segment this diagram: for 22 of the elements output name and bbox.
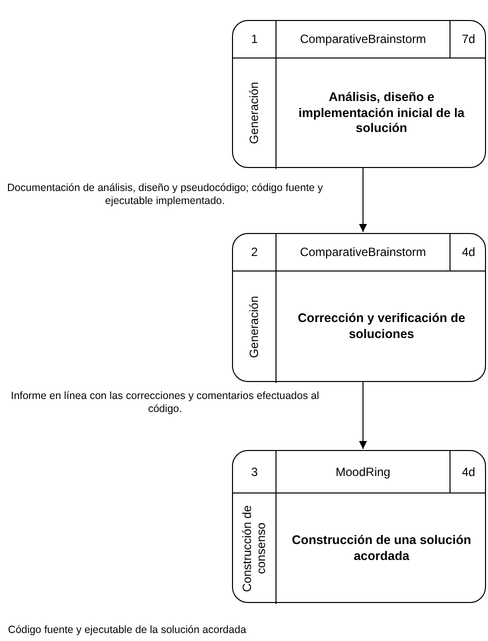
activity-description: Corrección y verificación de soluciones — [296, 311, 466, 343]
step-number: 2 — [251, 245, 258, 260]
pattern-label: Generación — [248, 296, 262, 358]
technique-name: ComparativeBrainstorm — [300, 32, 426, 47]
technique-name: MoodRing — [336, 464, 390, 480]
step-number: 3 — [251, 464, 258, 480]
activity-description: Construcción de una solución acordada — [290, 532, 472, 564]
pattern-label: Construcción de consenso — [240, 504, 268, 594]
step-number: 1 — [251, 32, 258, 47]
activity-box — [232, 20, 486, 168]
duration: 4d — [462, 464, 476, 480]
edge-label: Documentación de análisis, diseño y pseudocódigo; código fuente y ejecutable implementado. — [5, 182, 325, 208]
activity-box — [232, 233, 486, 382]
duration: 4d — [462, 245, 476, 260]
duration: 7d — [462, 32, 476, 47]
technique-name: ComparativeBrainstorm — [300, 245, 426, 260]
activity-description: Análisis, diseño e implementación inicial de la solución — [297, 90, 466, 137]
pattern-label: Generación — [248, 82, 262, 145]
output-note: Código fuente y ejecutable de la solución acordada — [8, 624, 246, 638]
activity-box — [232, 450, 486, 603]
arrow — [359, 382, 367, 450]
arrow — [359, 168, 367, 232]
